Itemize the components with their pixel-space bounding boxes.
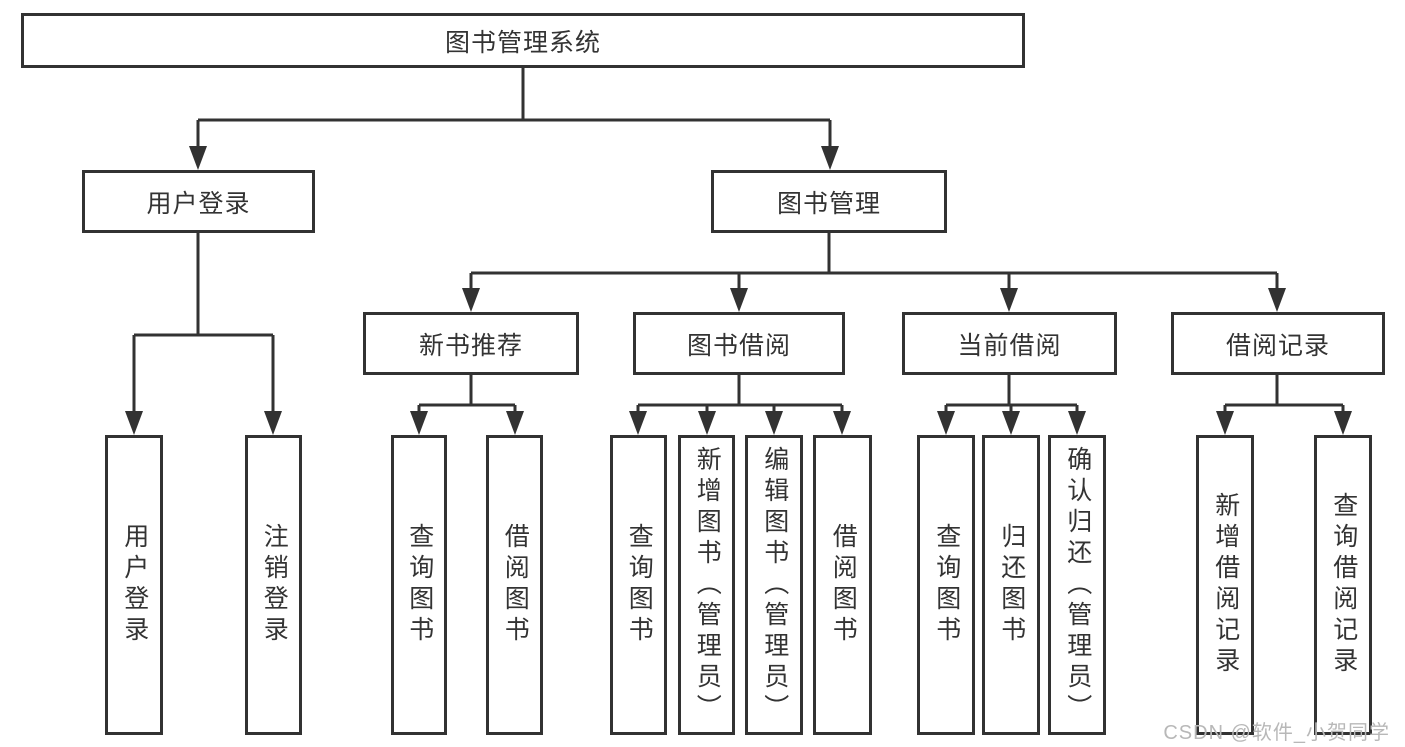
connector-bookmgmt-to-level3 [462,233,1286,312]
leaf-add-books-admin: 新增图书（管理员） [678,435,735,735]
leaf-label: 查询图书 [932,523,961,647]
connector-bookborrow-to-leaves [629,375,851,435]
leaf-label: 查询图书 [625,523,654,647]
leaf-label: 用户登录 [120,523,149,647]
leaf-query-books-borrowing: 查询图书 [610,435,667,735]
leaf-edit-books-admin: 编辑图书（管理员） [745,435,803,735]
leaf-label: 新增图书（管理员） [693,445,722,725]
leaf-label: 新增借阅记录 [1211,492,1240,678]
node-book-management: 图书管理 [711,170,947,233]
leaf-label: 注销登录 [260,523,289,647]
leaf-logout: 注销登录 [245,435,302,735]
node-user-login: 用户登录 [82,170,315,233]
connector-newbook-to-leaves [410,375,524,435]
leaf-label: 确认归还（管理员） [1063,445,1092,725]
leaf-query-borrow-record: 查询借阅记录 [1314,435,1372,735]
leaf-label: 查询图书 [405,523,434,647]
connector-root-to-level2 [189,68,839,170]
leaf-borrow-books-recommend: 借阅图书 [486,435,543,735]
leaf-user-login: 用户登录 [105,435,163,735]
node-new-book-recommend: 新书推荐 [363,312,579,375]
connector-userlogin-to-leaves [125,233,282,435]
leaf-label: 编辑图书（管理员） [760,445,789,725]
leaf-query-books-recommend: 查询图书 [391,435,447,735]
leaf-confirm-return-admin: 确认归还（管理员） [1048,435,1106,735]
leaf-query-books-current: 查询图书 [917,435,975,735]
leaf-label: 归还图书 [997,523,1026,647]
node-root-book-management-system: 图书管理系统 [21,13,1025,68]
leaf-add-borrow-record: 新增借阅记录 [1196,435,1254,735]
node-book-borrowing: 图书借阅 [633,312,845,375]
node-current-borrowing: 当前借阅 [902,312,1117,375]
connector-records-to-leaves [1216,375,1352,435]
node-borrowing-records: 借阅记录 [1171,312,1385,375]
leaf-borrow-books-borrowing: 借阅图书 [813,435,872,735]
leaf-label: 借阅图书 [829,523,858,647]
leaf-label: 查询借阅记录 [1329,492,1358,678]
connector-currentborrow-to-leaves [937,375,1086,435]
csdn-watermark: CSDN @软件_小贺同学 [1163,722,1390,744]
leaf-label: 借阅图书 [501,523,530,647]
leaf-return-books: 归还图书 [982,435,1040,735]
